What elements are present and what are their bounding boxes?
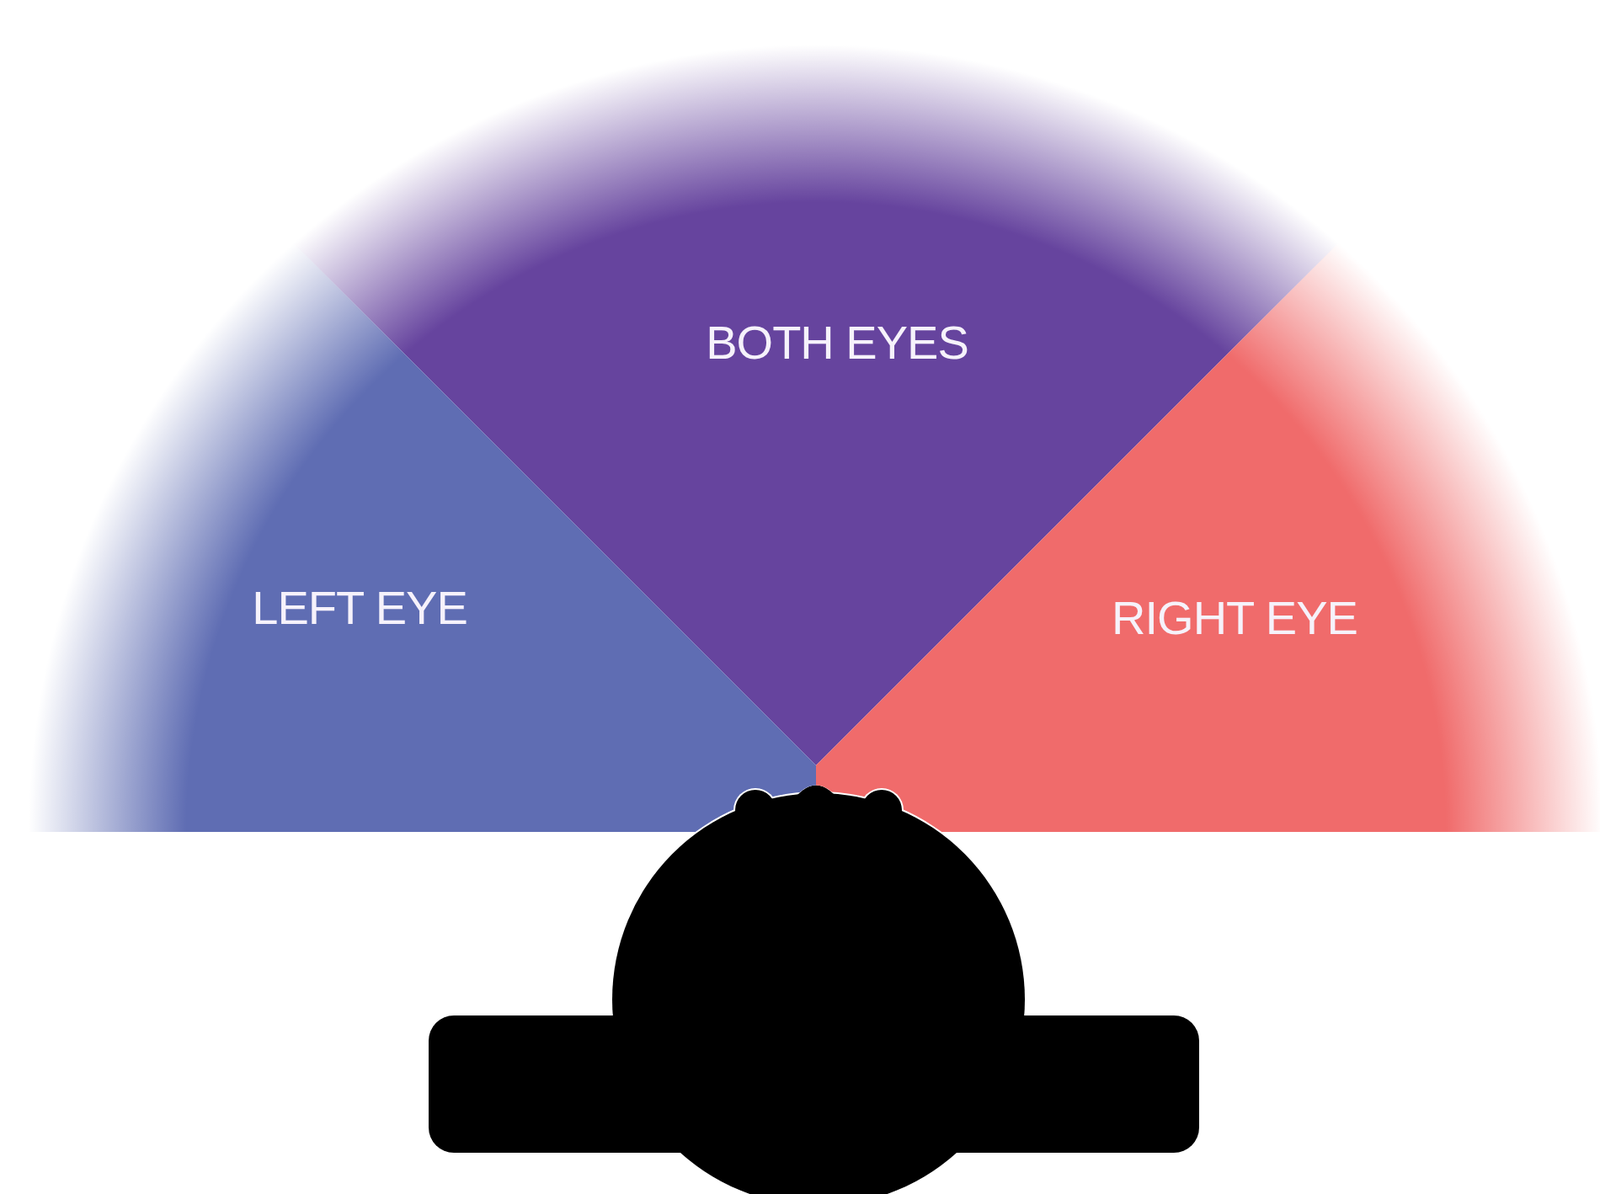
field-label: LEFT EYE	[251, 580, 468, 635]
field-label: RIGHT EYE	[1111, 590, 1358, 646]
head	[612, 793, 1025, 1194]
field-wedge	[0, 0, 816, 832]
head-figure	[428, 785, 1200, 1194]
left-eye-field: LEFT EYE	[0, 0, 816, 832]
field-shape	[816, 0, 1600, 832]
field-wedge	[816, 0, 1600, 832]
right-eye-field: RIGHT EYE	[816, 0, 1600, 832]
field-label: BOTH EYES	[705, 314, 969, 370]
field-shape	[0, 0, 816, 832]
